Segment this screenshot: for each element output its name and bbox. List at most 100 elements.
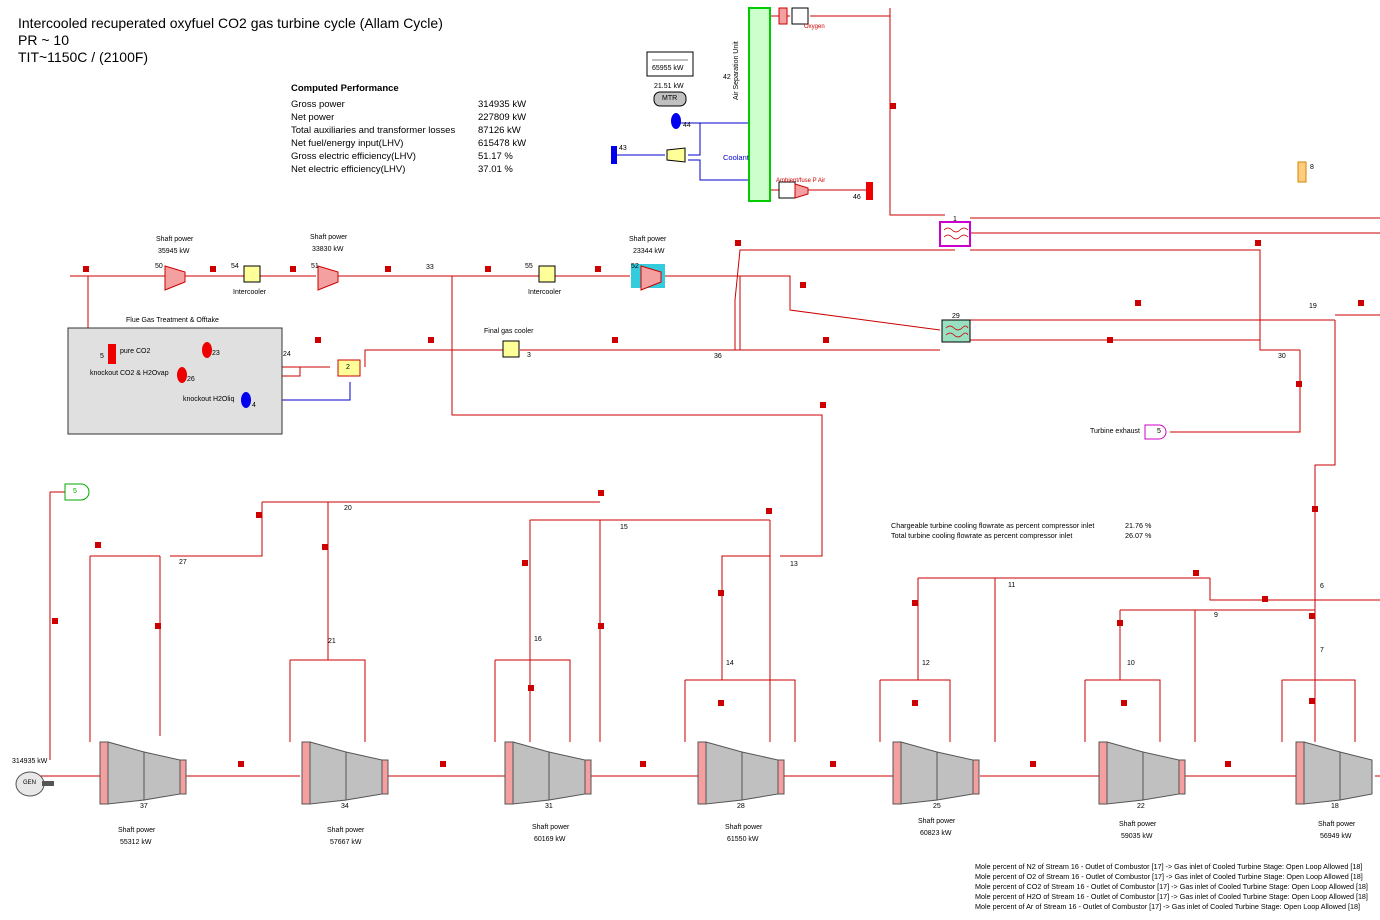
compressor-52-shaft-label: Shaft power <box>629 236 667 243</box>
compressor-50-shaft-label: Shaft power <box>156 236 194 243</box>
ambient-air-label: Ambient/fuse P Air <box>776 178 826 184</box>
turbine-id[interactable]: 34 <box>341 803 349 810</box>
asu-label[interactable]: Air Separation Unit <box>733 41 740 100</box>
flue-gas-title: Flue Gas Treatment & Offtake <box>126 317 219 324</box>
turbine-shaft-label: Shaft power <box>532 824 570 831</box>
knockout-h2o-label[interactable]: knockout H2Oliq <box>183 396 235 403</box>
mole-note: Mole percent of CO2 of Stream 16 - Outle… <box>975 882 1368 891</box>
perf-value: 87126 kW <box>478 125 521 136</box>
final-cooler-label[interactable]: Final gas cooler <box>484 328 534 335</box>
turbine-inlet-temp: TIT~1150C / (2100F) <box>18 49 149 65</box>
asu-power-box[interactable]: 65955 kW <box>652 65 684 72</box>
compressor-51-shaft-label: Shaft power <box>310 234 348 241</box>
node-26: 26 <box>187 376 195 383</box>
mole-note: Mole percent of O2 of Stream 16 - Outlet… <box>975 872 1363 881</box>
node-33: 33 <box>426 264 434 271</box>
node-16: 16 <box>534 636 542 643</box>
turbine-shaft-value: 60169 kW <box>534 836 566 843</box>
node-7: 7 <box>1320 647 1324 654</box>
node-11: 11 <box>1008 582 1016 589</box>
perf-value: 314935 kW <box>478 99 527 110</box>
compressor-52-id[interactable]: 52 <box>631 263 639 270</box>
turbine-id[interactable]: 37 <box>140 803 148 810</box>
mole-note: Mole percent of Ar of Stream 16 - Outlet… <box>975 902 1360 911</box>
node-5: 5 <box>100 353 104 360</box>
hx-29-id[interactable]: 29 <box>952 313 960 320</box>
node-12: 12 <box>922 660 930 667</box>
perf-label: Gross electric efficiency(LHV) <box>291 151 416 162</box>
generator-power: 314935 kW <box>12 758 48 765</box>
perf-label: Total auxiliaries and transformer losses <box>291 125 456 136</box>
intercooler-54-id: 54 <box>231 263 239 270</box>
turbine-shaft-value: 57667 kW <box>330 839 362 846</box>
performance-heading: Computed Performance <box>291 83 399 94</box>
node-10: 10 <box>1127 660 1135 667</box>
node-8: 8 <box>1310 164 1314 171</box>
turbine-exhaust-label[interactable]: Turbine exhaust <box>1090 428 1140 435</box>
compressor-51-id[interactable]: 51 <box>311 263 319 270</box>
node-19: 19 <box>1309 303 1317 310</box>
pressure-ratio: PR ~ 10 <box>18 32 69 48</box>
separator-2[interactable]: 2 <box>346 364 350 371</box>
pure-co2-label[interactable]: pure CO2 <box>120 348 151 355</box>
node-15: 15 <box>620 524 628 531</box>
node-46: 46 <box>853 194 861 201</box>
perf-value: 37.01 % <box>478 164 513 175</box>
perf-value: 615478 kW <box>478 138 527 149</box>
perf-label: Net power <box>291 112 335 123</box>
perf-label: Gross power <box>291 99 345 110</box>
perf-label: Net fuel/energy input(LHV) <box>291 138 404 149</box>
turbine-shaft-label: Shaft power <box>1119 821 1157 828</box>
perf-label: Net electric efficiency(LHV) <box>291 164 406 175</box>
compressor-50-id[interactable]: 50 <box>155 263 163 270</box>
node-13: 13 <box>790 561 798 568</box>
node-36: 36 <box>714 353 722 360</box>
turbine-shaft-value: 60823 kW <box>920 830 952 837</box>
node-27: 27 <box>179 559 187 566</box>
chargeable-cooling-label: Chargeable turbine cooling flowrate as p… <box>891 521 1095 530</box>
node-6: 6 <box>1320 583 1324 590</box>
turbine-id[interactable]: 28 <box>737 803 745 810</box>
coolant-label: Coolant <box>723 153 749 162</box>
performance-panel: Computed Performance Gross power 314935 … <box>291 82 551 182</box>
turbine-shaft-value: 55312 kW <box>120 839 152 846</box>
turbine-shaft-value: 61550 kW <box>727 836 759 843</box>
hx-1-id[interactable]: 1 <box>953 216 957 223</box>
chargeable-cooling-value: 21.76 % <box>1125 521 1152 530</box>
turbine-shaft-value: 59035 kW <box>1121 833 1153 840</box>
turbine-shaft-label: Shaft power <box>725 824 763 831</box>
knockout-co2-label[interactable]: knockout CO2 & H2Ovap <box>90 370 169 377</box>
node-43: 43 <box>619 145 627 152</box>
turbine-id[interactable]: 25 <box>933 803 941 810</box>
node-4: 4 <box>252 402 256 409</box>
mole-note: Mole percent of H2O of Stream 16 - Outle… <box>975 892 1368 901</box>
gen-ref: 5 <box>73 488 77 495</box>
mtr-power: 21.51 kW <box>654 83 684 90</box>
oxygen-label: Oxygen <box>804 24 825 30</box>
turbine-shaft-label: Shaft power <box>118 827 156 834</box>
final-cooler-id: 3 <box>527 352 531 359</box>
asu-id: 42 <box>723 74 731 81</box>
page-title: Intercooled recuperated oxyfuel CO2 gas … <box>18 15 443 31</box>
compressor-51-shaft-value: 33830 kW <box>312 246 344 253</box>
node-9: 9 <box>1214 612 1218 619</box>
turbine-shaft-label: Shaft power <box>918 818 956 825</box>
total-cooling-label: Total turbine cooling flowrate as percen… <box>891 531 1073 540</box>
turbine-id[interactable]: 31 <box>545 803 553 810</box>
compressor-50-shaft-value: 35945 kW <box>158 248 190 255</box>
node-20: 20 <box>344 505 352 512</box>
node-21: 21 <box>328 638 336 645</box>
turbine-id[interactable]: 22 <box>1137 803 1145 810</box>
intercooler-55-label[interactable]: Intercooler <box>528 289 562 296</box>
node-44: 44 <box>683 122 691 129</box>
node-23: 23 <box>212 350 220 357</box>
mtr-label[interactable]: MTR <box>662 95 678 102</box>
compressor-52-shaft-value: 23344 kW <box>633 248 665 255</box>
perf-value: 227809 kW <box>478 112 527 123</box>
turbine-id[interactable]: 18 <box>1331 803 1339 810</box>
generator-label[interactable]: GEN <box>23 780 37 786</box>
node-30: 30 <box>1278 353 1286 360</box>
total-cooling-value: 26.07 % <box>1125 531 1152 540</box>
intercooler-54-label[interactable]: Intercooler <box>233 289 267 296</box>
